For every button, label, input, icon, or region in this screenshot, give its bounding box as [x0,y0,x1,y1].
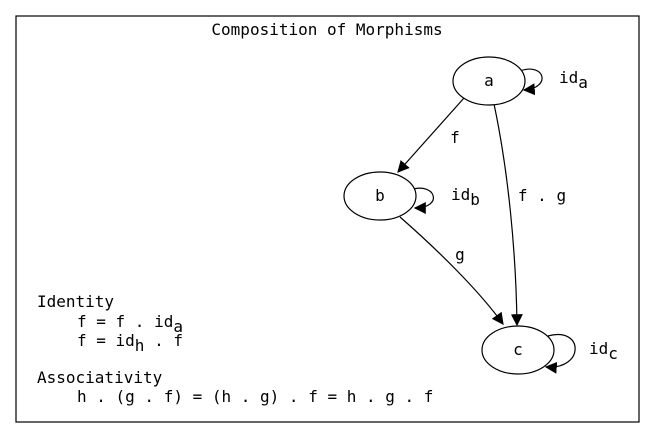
loop-c [544,333,576,374]
identity-line-1: f = f . ida [77,312,183,336]
node-a[interactable]: a [452,56,526,106]
identity-heading: Identity [37,292,114,311]
node-b-label: b [375,186,385,205]
identity-line-2: f = idh . f [77,331,183,355]
loop-b [409,187,434,214]
associativity-line-1: h . (g . f) = (h . g) . f = h . g . f [77,387,433,406]
loop-a-label: ida [559,68,588,92]
node-c-label: c [513,340,523,359]
edge-b-to-c-label: g [455,245,465,264]
node-c[interactable]: c [481,325,555,375]
loop-a [519,68,543,96]
edge-a-to-b-label: f [450,128,460,147]
loop-c-label: idc [589,339,618,363]
edge-b-to-c [399,216,504,325]
node-a-label: a [484,71,494,90]
edge-a-to-c [493,103,523,327]
node-b[interactable]: b [343,171,417,221]
associativity-heading: Associativity [37,368,163,387]
edge-a-to-b [397,97,465,173]
diagram-title: Composition of Morphisms [211,20,442,39]
loop-b-label: idb [451,185,480,209]
edge-a-to-c-label: f . g [518,186,566,205]
